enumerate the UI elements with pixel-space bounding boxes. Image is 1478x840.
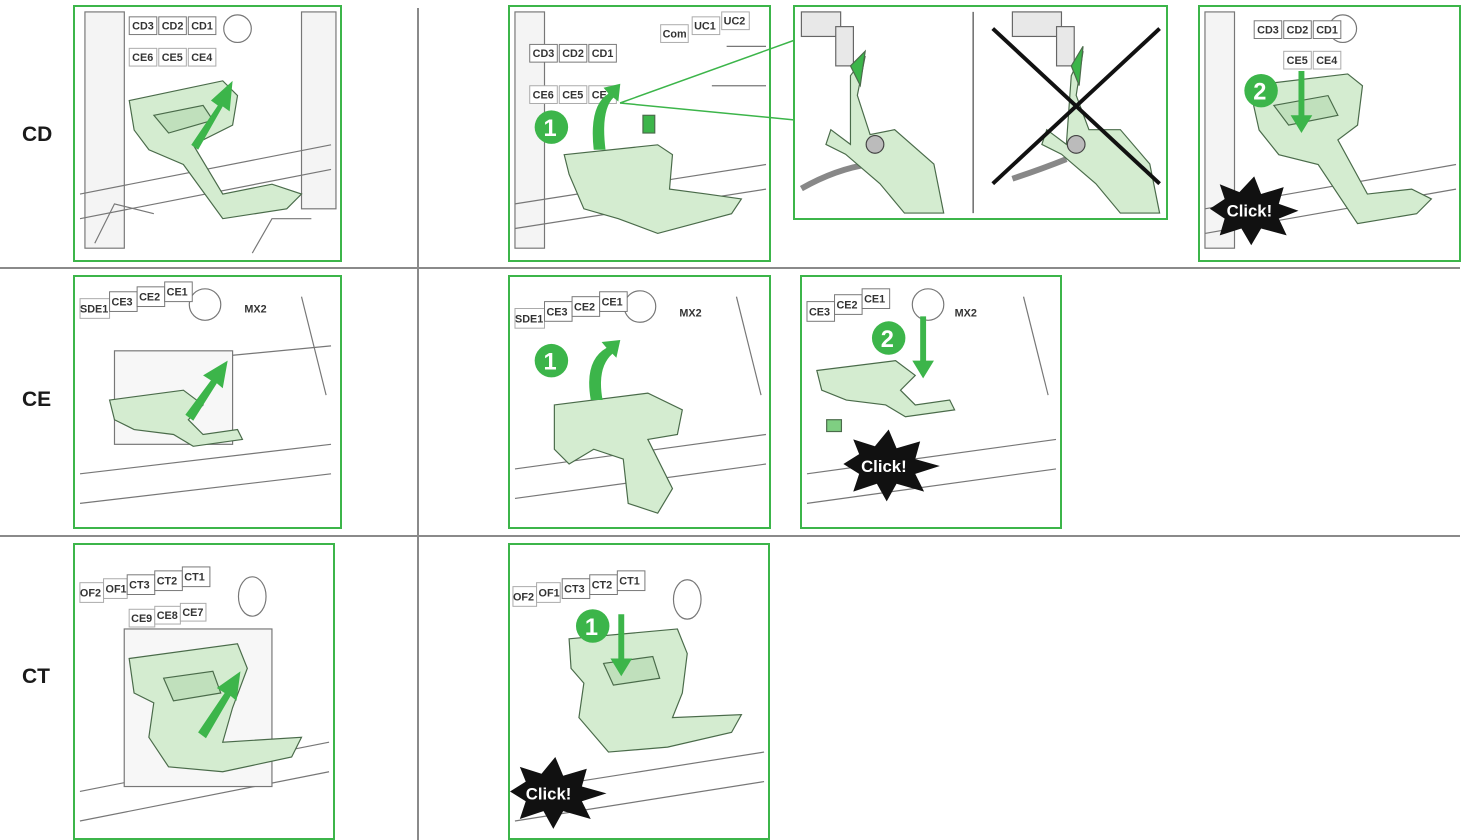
terminal-ct1: CT1 bbox=[619, 576, 639, 588]
terminal-mx2: MX2 bbox=[679, 307, 701, 319]
rotate-arrow-icon bbox=[589, 340, 620, 400]
terminal-cd2: CD2 bbox=[562, 48, 584, 60]
terminal-sde1: SDE1 bbox=[515, 313, 543, 325]
click-label: Click! bbox=[861, 457, 907, 476]
row-divider-1 bbox=[0, 267, 1460, 269]
click-label: Click! bbox=[526, 784, 572, 803]
push-down-arrow-icon bbox=[912, 316, 934, 378]
terminal-ce1: CE1 bbox=[602, 297, 623, 309]
terminal-mx2: MX2 bbox=[955, 307, 977, 319]
cd-detail-illustration bbox=[793, 5, 1168, 220]
step-1-badge: 1 bbox=[535, 110, 568, 143]
row-label-cd: CD bbox=[22, 123, 52, 147]
terminal-mx2: MX2 bbox=[244, 303, 266, 315]
svg-text:1: 1 bbox=[544, 116, 557, 142]
svg-text:2: 2 bbox=[1253, 80, 1266, 106]
row-label-ct: CT bbox=[22, 665, 50, 689]
step-1-badge: 1 bbox=[576, 609, 609, 642]
terminal-sde1: SDE1 bbox=[80, 303, 108, 315]
terminal-ce6: CE6 bbox=[533, 90, 554, 102]
ce-remove-illustration: SDE1 CE3 CE2 CE1 MX2 bbox=[73, 275, 342, 529]
cd-step2-illustration: CD3 CD2 CD1 CE5 CE4 2 Click! bbox=[1198, 5, 1461, 262]
click-label: Click! bbox=[1227, 202, 1273, 221]
terminal-ce5: CE5 bbox=[1287, 55, 1308, 67]
terminal-of1: OF1 bbox=[539, 587, 560, 599]
step-2-badge: 2 bbox=[1244, 74, 1277, 107]
svg-text:1: 1 bbox=[544, 350, 557, 376]
terminal-ce9: CE9 bbox=[131, 613, 152, 625]
terminal-ct3: CT3 bbox=[564, 584, 584, 596]
latch-correct-part bbox=[826, 51, 944, 213]
terminal-ce6: CE6 bbox=[132, 52, 153, 64]
terminal-ct3: CT3 bbox=[129, 580, 149, 592]
ce-step1-illustration: SDE1 CE3 CE2 CE1 MX2 1 bbox=[508, 275, 771, 529]
step-2-badge: 2 bbox=[872, 321, 905, 354]
terminal-ce2: CE2 bbox=[574, 301, 595, 313]
terminal-ce5: CE5 bbox=[162, 52, 183, 64]
terminal-cd1: CD1 bbox=[191, 21, 213, 33]
terminal-ce2: CE2 bbox=[139, 292, 160, 304]
svg-text:2: 2 bbox=[881, 327, 894, 353]
terminal-cd3: CD3 bbox=[1257, 25, 1279, 37]
terminal-cd1: CD1 bbox=[1316, 25, 1338, 37]
terminal-ce3: CE3 bbox=[809, 306, 830, 318]
terminal-ce1: CE1 bbox=[167, 287, 188, 299]
terminal-ce3: CE3 bbox=[112, 297, 133, 309]
terminal-ce4: CE4 bbox=[1316, 55, 1337, 67]
ce-step2-illustration: CE3 CE2 CE1 MX2 2 Click! bbox=[800, 275, 1062, 529]
ce-connector-part bbox=[554, 393, 682, 513]
terminal-ct1: CT1 bbox=[184, 572, 204, 584]
terminal-of2: OF2 bbox=[80, 587, 101, 599]
terminal-ce4: CE4 bbox=[191, 52, 212, 64]
terminal-ct2: CT2 bbox=[157, 576, 177, 588]
terminal-cd3: CD3 bbox=[132, 21, 154, 33]
row-label-ce: CE bbox=[22, 388, 51, 412]
terminal-cd3: CD3 bbox=[533, 48, 555, 60]
ct-connector-part bbox=[569, 629, 741, 752]
ct-remove-illustration: OF2 OF1 CT3 CT2 CT1 CE9 CE8 CE7 bbox=[73, 543, 335, 840]
terminal-ce8: CE8 bbox=[157, 610, 178, 622]
click-burst-icon: Click! bbox=[843, 430, 939, 502]
terminal-of2: OF2 bbox=[513, 591, 534, 603]
terminal-cd2: CD2 bbox=[162, 21, 184, 33]
step-1-badge: 1 bbox=[535, 344, 568, 377]
ce-connector-part bbox=[817, 361, 955, 432]
terminal-ce3: CE3 bbox=[546, 306, 567, 318]
row-divider-2 bbox=[0, 535, 1460, 537]
column-divider bbox=[417, 8, 419, 840]
cd-connector-part bbox=[564, 115, 741, 233]
terminal-ce5: CE5 bbox=[562, 90, 583, 102]
terminal-ce2: CE2 bbox=[837, 299, 858, 311]
terminal-ce1: CE1 bbox=[864, 294, 885, 306]
click-burst-icon: Click! bbox=[510, 757, 607, 829]
terminal-of1: OF1 bbox=[106, 584, 127, 596]
terminal-cd2: CD2 bbox=[1287, 25, 1309, 37]
svg-text:1: 1 bbox=[585, 615, 598, 641]
callout-lines bbox=[600, 5, 800, 125]
terminal-ct2: CT2 bbox=[592, 580, 612, 592]
cd-remove-illustration: CD3 CD2 CD1 CE6 CE5 CE4 bbox=[73, 5, 342, 262]
terminal-ce7: CE7 bbox=[182, 607, 203, 619]
ct-step1-illustration: OF2 OF1 CT3 CT2 CT1 1 Click! bbox=[508, 543, 770, 840]
